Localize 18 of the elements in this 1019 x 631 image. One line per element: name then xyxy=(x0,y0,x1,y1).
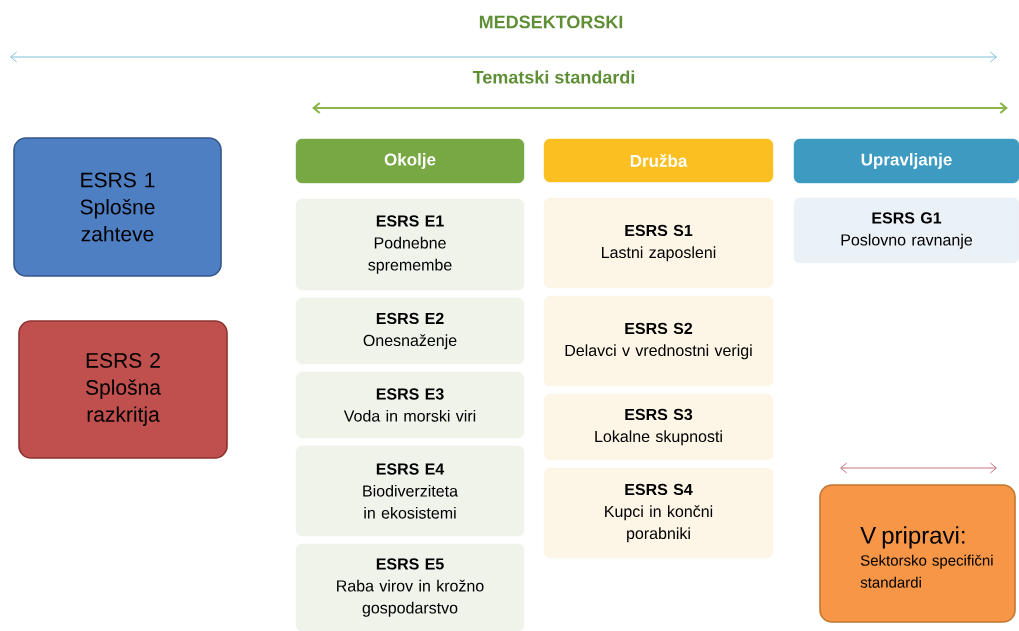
standard-card: ESRS S4 Kupci in končni porabniki xyxy=(543,467,774,559)
standard-card: ESRS S3 Lokalne skupnosti xyxy=(543,393,774,461)
standard-card: ESRS E4 Biodiverziteta in ekosistemi xyxy=(295,445,525,537)
standard-box: ESRS 2 Splošna razkritja xyxy=(18,320,228,459)
standard-box: V pripravi: Sektorsko specifični standardi xyxy=(819,484,1016,623)
standard-card: ESRS S2 Delavci v vrednostni verigi xyxy=(543,295,774,387)
standard-card: ESRS E2 Onesnaženje xyxy=(295,297,525,365)
category-header: Okolje xyxy=(295,138,525,184)
category-header: Družba xyxy=(543,138,774,183)
standard-card: ESRS S1 Lastni zaposleni xyxy=(543,197,774,289)
category-header: Upravljanje xyxy=(793,138,1019,184)
heading: Tematski standardi xyxy=(472,70,635,84)
standard-card: ESRS E5 Raba virov in krožno gospodarstvo xyxy=(295,543,525,631)
standard-card: ESRS E1 Podnebne spremembe xyxy=(295,198,525,291)
heading: MEDSEKTORSKI xyxy=(479,15,623,29)
standard-card: ESRS E3 Voda in morski viri xyxy=(295,371,525,439)
standard-card: ESRS G1 Poslovno ravnanje xyxy=(793,197,1019,264)
standard-box: ESRS 1 Splošne zahteve xyxy=(13,137,222,277)
